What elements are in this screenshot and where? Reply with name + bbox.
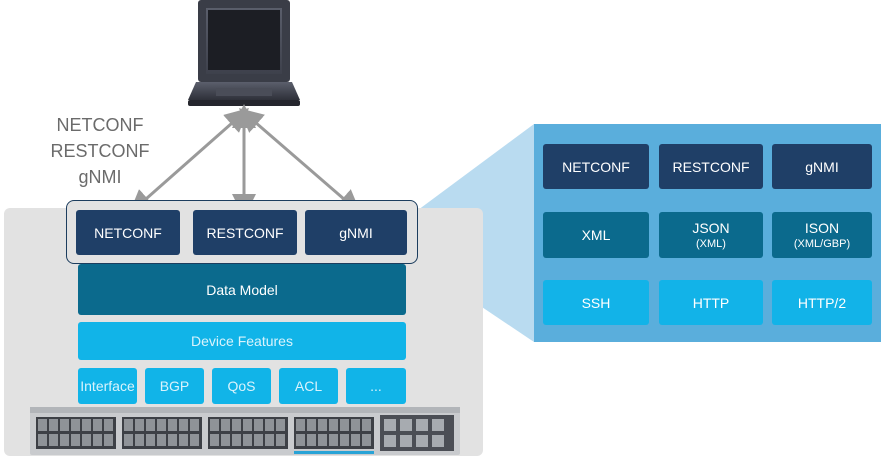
data-model-layer: Data Model [78,264,406,315]
device-protocol-group: NETCONF RESTCONF gNMI [66,200,418,264]
device-protocol-restconf: RESTCONF [193,210,297,255]
detail-encoding-ison: ISON (XML/GBP) [772,212,872,258]
device-protocol-gnmi: gNMI [305,210,407,255]
laptop-icon [188,0,300,106]
detail-protocol-gnmi: gNMI [772,144,872,189]
detail-protocol-restconf: RESTCONF [659,144,763,189]
device-features-layer: Device Features [78,322,406,360]
client-protocol-label: NETCONF RESTCONF gNMI [40,112,160,190]
feature-acl: ACL [279,368,338,404]
device-protocol-netconf: NETCONF [76,210,180,255]
feature-interface: Interface [78,368,137,404]
detail-transport-http2: HTTP/2 [772,280,872,325]
arrow-gnmi [238,108,362,214]
detail-transport-http: HTTP [659,280,763,325]
client-protocol-netconf: NETCONF [56,115,144,135]
detail-panel: NETCONF RESTCONF gNMI XML JSON (XML) ISO… [534,124,881,342]
feature-qos: QoS [212,368,271,404]
client-protocol-restconf: RESTCONF [50,141,150,161]
detail-protocol-netconf: NETCONF [543,144,649,189]
network-switch-icon [30,407,460,455]
feature-more: ... [346,368,406,404]
arrow-netconf [129,108,249,214]
detail-transport-ssh: SSH [543,280,649,325]
detail-encoding-xml: XML [543,212,649,258]
feature-bgp: BGP [145,368,204,404]
detail-encoding-json: JSON (XML) [659,212,763,258]
client-protocol-gnmi: gNMI [78,167,122,187]
